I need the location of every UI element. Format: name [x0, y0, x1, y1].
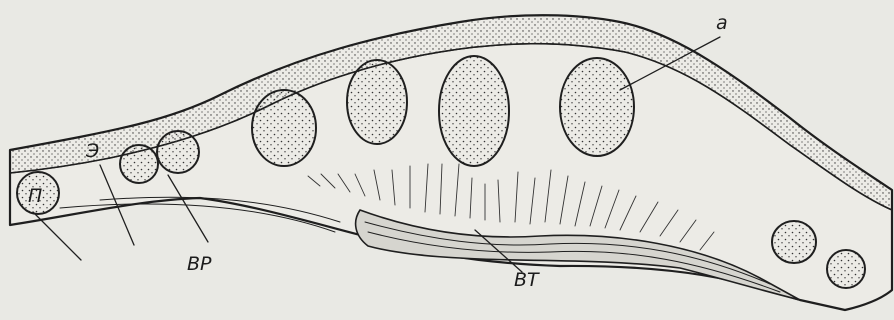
- label-vt: ВТ: [514, 271, 539, 290]
- label-a: а: [716, 14, 728, 33]
- label-vr: ВР: [187, 255, 212, 274]
- leader-p: [33, 212, 81, 260]
- label-e: Э: [86, 142, 99, 161]
- label-p: П: [28, 187, 42, 206]
